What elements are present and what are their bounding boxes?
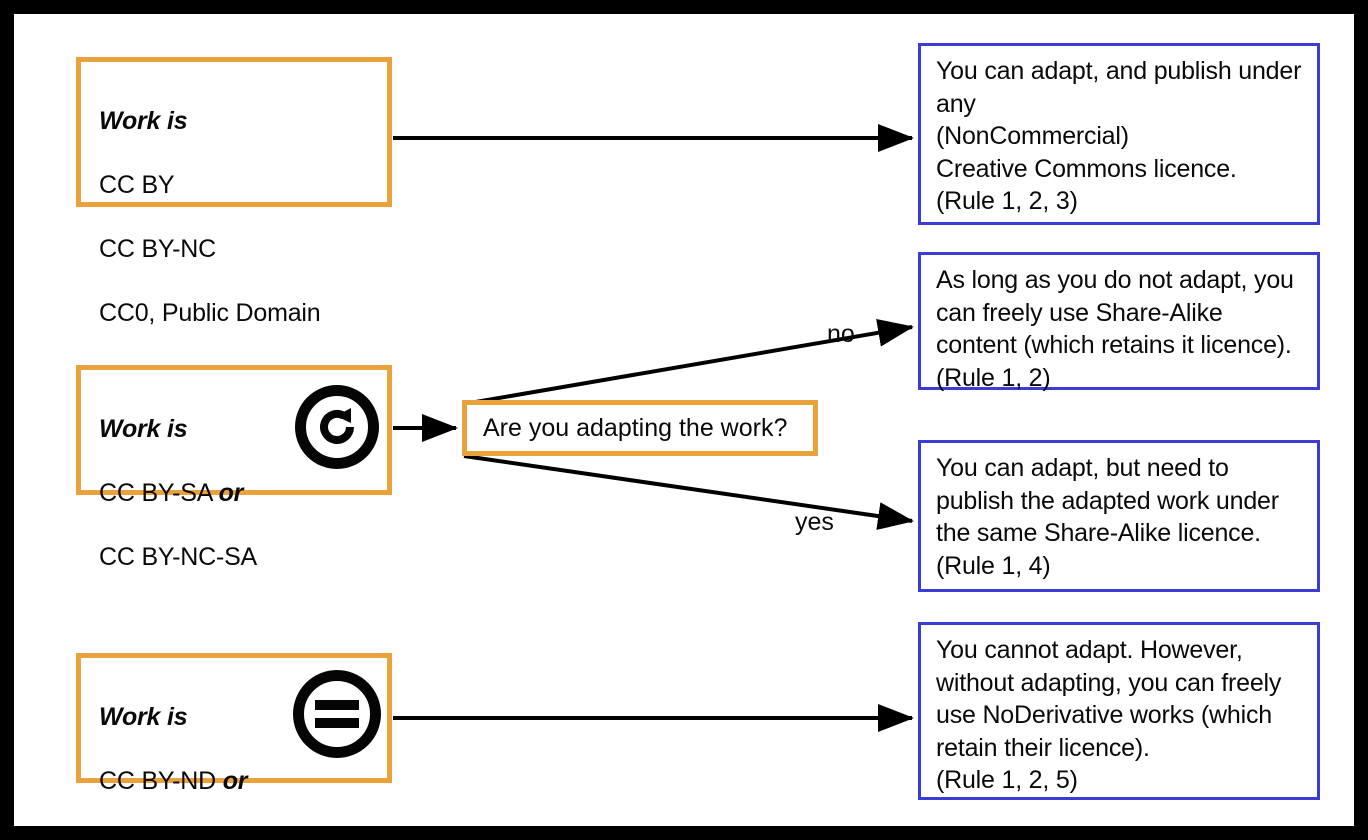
no-derivatives-icon	[293, 670, 381, 758]
source-permissive-lead: Work is	[99, 107, 188, 135]
share-alike-icon	[295, 385, 379, 469]
source-no-derivatives-licence-1: CC BY-ND or	[99, 767, 248, 795]
no-derivatives-bar-top	[315, 700, 359, 710]
outcome-box-no-derivatives[interactable]: You cannot adapt. However, without adapt…	[918, 622, 1320, 800]
source-permissive-licence-3: CC0, Public Domain	[99, 299, 321, 327]
decision-box-are-you-adapting[interactable]: Are you adapting the work?	[462, 400, 818, 456]
outcome-any-licence-text: You can adapt, and publish under any (No…	[936, 57, 1302, 215]
source-box-permissive[interactable]: Work is CC BY CC BY-NC CC0, Public Domai…	[76, 57, 392, 327]
source-no-derivatives-lead: Work is	[99, 703, 188, 731]
source-permissive-text: Work is CC BY CC BY-NC CC0, Public Domai…	[99, 73, 321, 329]
outcome-box-share-alike-adapt[interactable]: You can adapt, but need to publish the a…	[918, 440, 1320, 592]
branch-label-yes: yes	[795, 508, 834, 536]
outcome-share-alike-no-adapt-text: As long as you do not adapt, you can fre…	[936, 266, 1294, 392]
connector-decision-yes	[463, 454, 914, 530]
outcome-box-any-licence[interactable]: You can adapt, and publish under any (No…	[918, 43, 1320, 225]
source-share-alike-licence-1: CC BY-SA or	[99, 479, 244, 507]
outcome-no-derivatives-text: You cannot adapt. However, without adapt…	[936, 636, 1282, 794]
source-permissive-licence-1: CC BY	[99, 171, 175, 199]
source-share-alike-licence-2: CC BY-NC-SA	[99, 543, 258, 571]
source-share-alike-lead: Work is	[99, 415, 188, 443]
share-alike-arrow-glyph	[320, 408, 354, 444]
decision-label: Are you adapting the work?	[483, 414, 788, 442]
outcome-box-share-alike-no-adapt[interactable]: As long as you do not adapt, you can fre…	[918, 252, 1320, 392]
outcome-share-alike-adapt-text: You can adapt, but need to publish the a…	[936, 454, 1279, 580]
source-permissive-licence-2: CC BY-NC	[99, 235, 216, 263]
source-box-no-derivatives[interactable]: Work is CC BY-ND or CC BY-NC-ND	[76, 653, 392, 795]
no-derivatives-bar-bottom	[315, 718, 359, 728]
source-share-alike-text: Work is CC BY-SA or CC BY-NC-SA	[99, 381, 257, 573]
diagram-inner-area: Work is CC BY CC BY-NC CC0, Public Domai…	[14, 14, 1354, 826]
source-box-share-alike[interactable]: Work is CC BY-SA or CC BY-NC-SA	[76, 365, 392, 571]
source-no-derivatives-text: Work is CC BY-ND or CC BY-NC-ND	[99, 669, 260, 826]
branch-label-no: no	[827, 320, 855, 348]
